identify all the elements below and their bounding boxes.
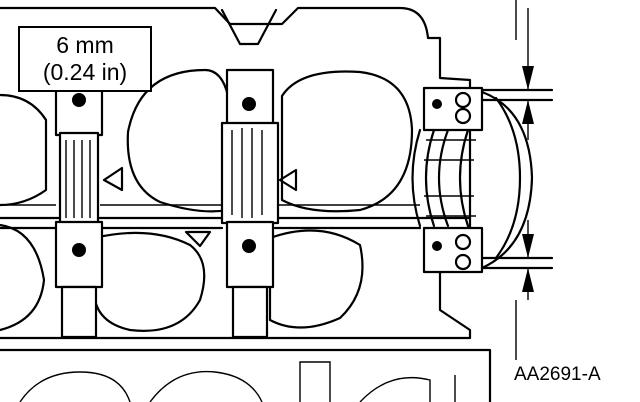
bearing-cap-center [220,8,280,339]
cylinder-bore-3 [92,231,206,332]
journal-line-bottom [480,256,554,270]
cylinder-bore-left-top [0,93,48,207]
dimension-metric: 6 mm [56,32,114,58]
lower-pan-detail [19,361,456,402]
lower-pan-rail [0,348,492,402]
thrust-bearing-assembly [411,86,534,274]
dimension-imperial: (0.24 in) [42,59,128,85]
journal-line-top [480,88,554,102]
cylinder-bore-left-edge [0,223,46,332]
cylinder-bore-2 [280,70,414,213]
dimension-arrows [515,0,534,360]
block-web-triangle [102,166,298,248]
figure-id-label: AA2691-A [514,364,601,385]
dimension-callout: 6 mm (0.24 in) [18,26,152,92]
bearing-cap-left [54,68,104,339]
block-outline [0,6,472,340]
cylinder-bore-4 [268,229,364,329]
